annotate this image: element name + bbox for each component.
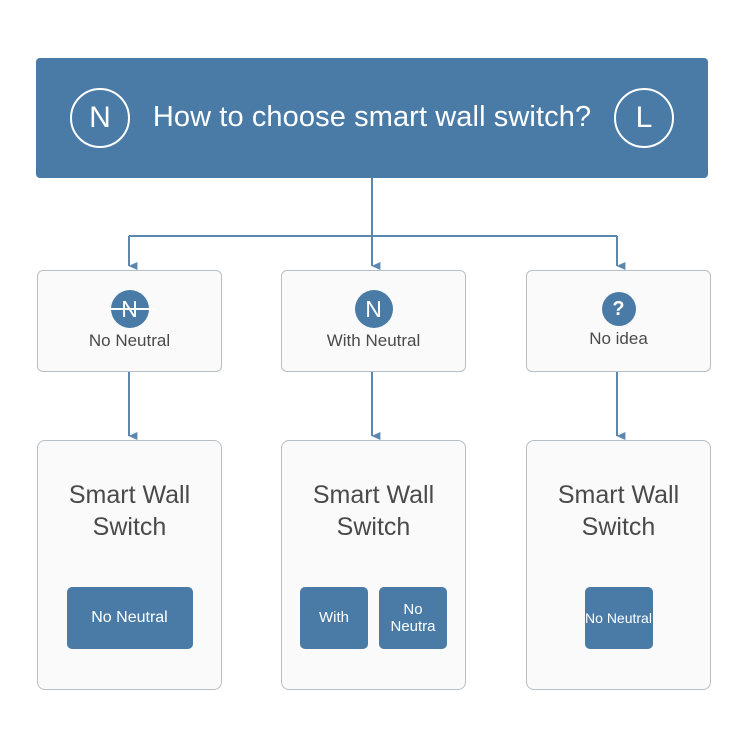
option-label: With Neutral (326, 331, 421, 351)
variant-button-no-neutra[interactable]: No Neutra (379, 587, 447, 649)
n-icon: N (354, 290, 393, 329)
n-struck-icon: N (103, 290, 156, 329)
option-card-no-neutral[interactable]: N No Neutral (37, 270, 222, 372)
product-card-no-idea[interactable]: Smart Wall Switch No Neutral (526, 440, 711, 690)
page-title: How to choose smart wall switch? (152, 101, 592, 134)
variant-button-no-neutral[interactable]: No Neutral (584, 587, 653, 649)
live-wire-badge-icon: L (614, 88, 674, 148)
strikethrough-line (103, 308, 156, 311)
question-icon: ? (601, 292, 636, 327)
option-label: No idea (589, 329, 648, 349)
product-card-no-neutral[interactable]: Smart Wall Switch No Neutral (37, 440, 222, 690)
neutral-wire-badge-label: N (89, 101, 111, 134)
option-card-with-neutral[interactable]: N With Neutral (281, 270, 466, 372)
product-card-with-neutral[interactable]: Smart Wall Switch With No Neutra (281, 440, 466, 690)
product-button-row: No Neutral (38, 587, 221, 649)
option-label: No Neutral (88, 331, 171, 351)
header-banner: N How to choose smart wall switch? L (36, 58, 708, 178)
neutral-wire-badge-icon: N (70, 88, 130, 148)
variant-button-no-neutral[interactable]: No Neutral (66, 587, 193, 649)
option-card-no-idea[interactable]: ? No idea (526, 270, 711, 372)
product-title: Smart Wall Switch (312, 481, 435, 541)
question-icon-glyph: ? (612, 298, 625, 321)
product-title: Smart Wall Switch (557, 481, 680, 541)
product-button-row: With No Neutra (282, 587, 465, 649)
variant-button-with[interactable]: With (300, 587, 368, 649)
product-title: Smart Wall Switch (68, 481, 191, 541)
live-wire-badge-label: L (635, 101, 653, 134)
n-icon-glyph: N (365, 295, 382, 322)
product-button-row: No Neutral (527, 587, 710, 649)
